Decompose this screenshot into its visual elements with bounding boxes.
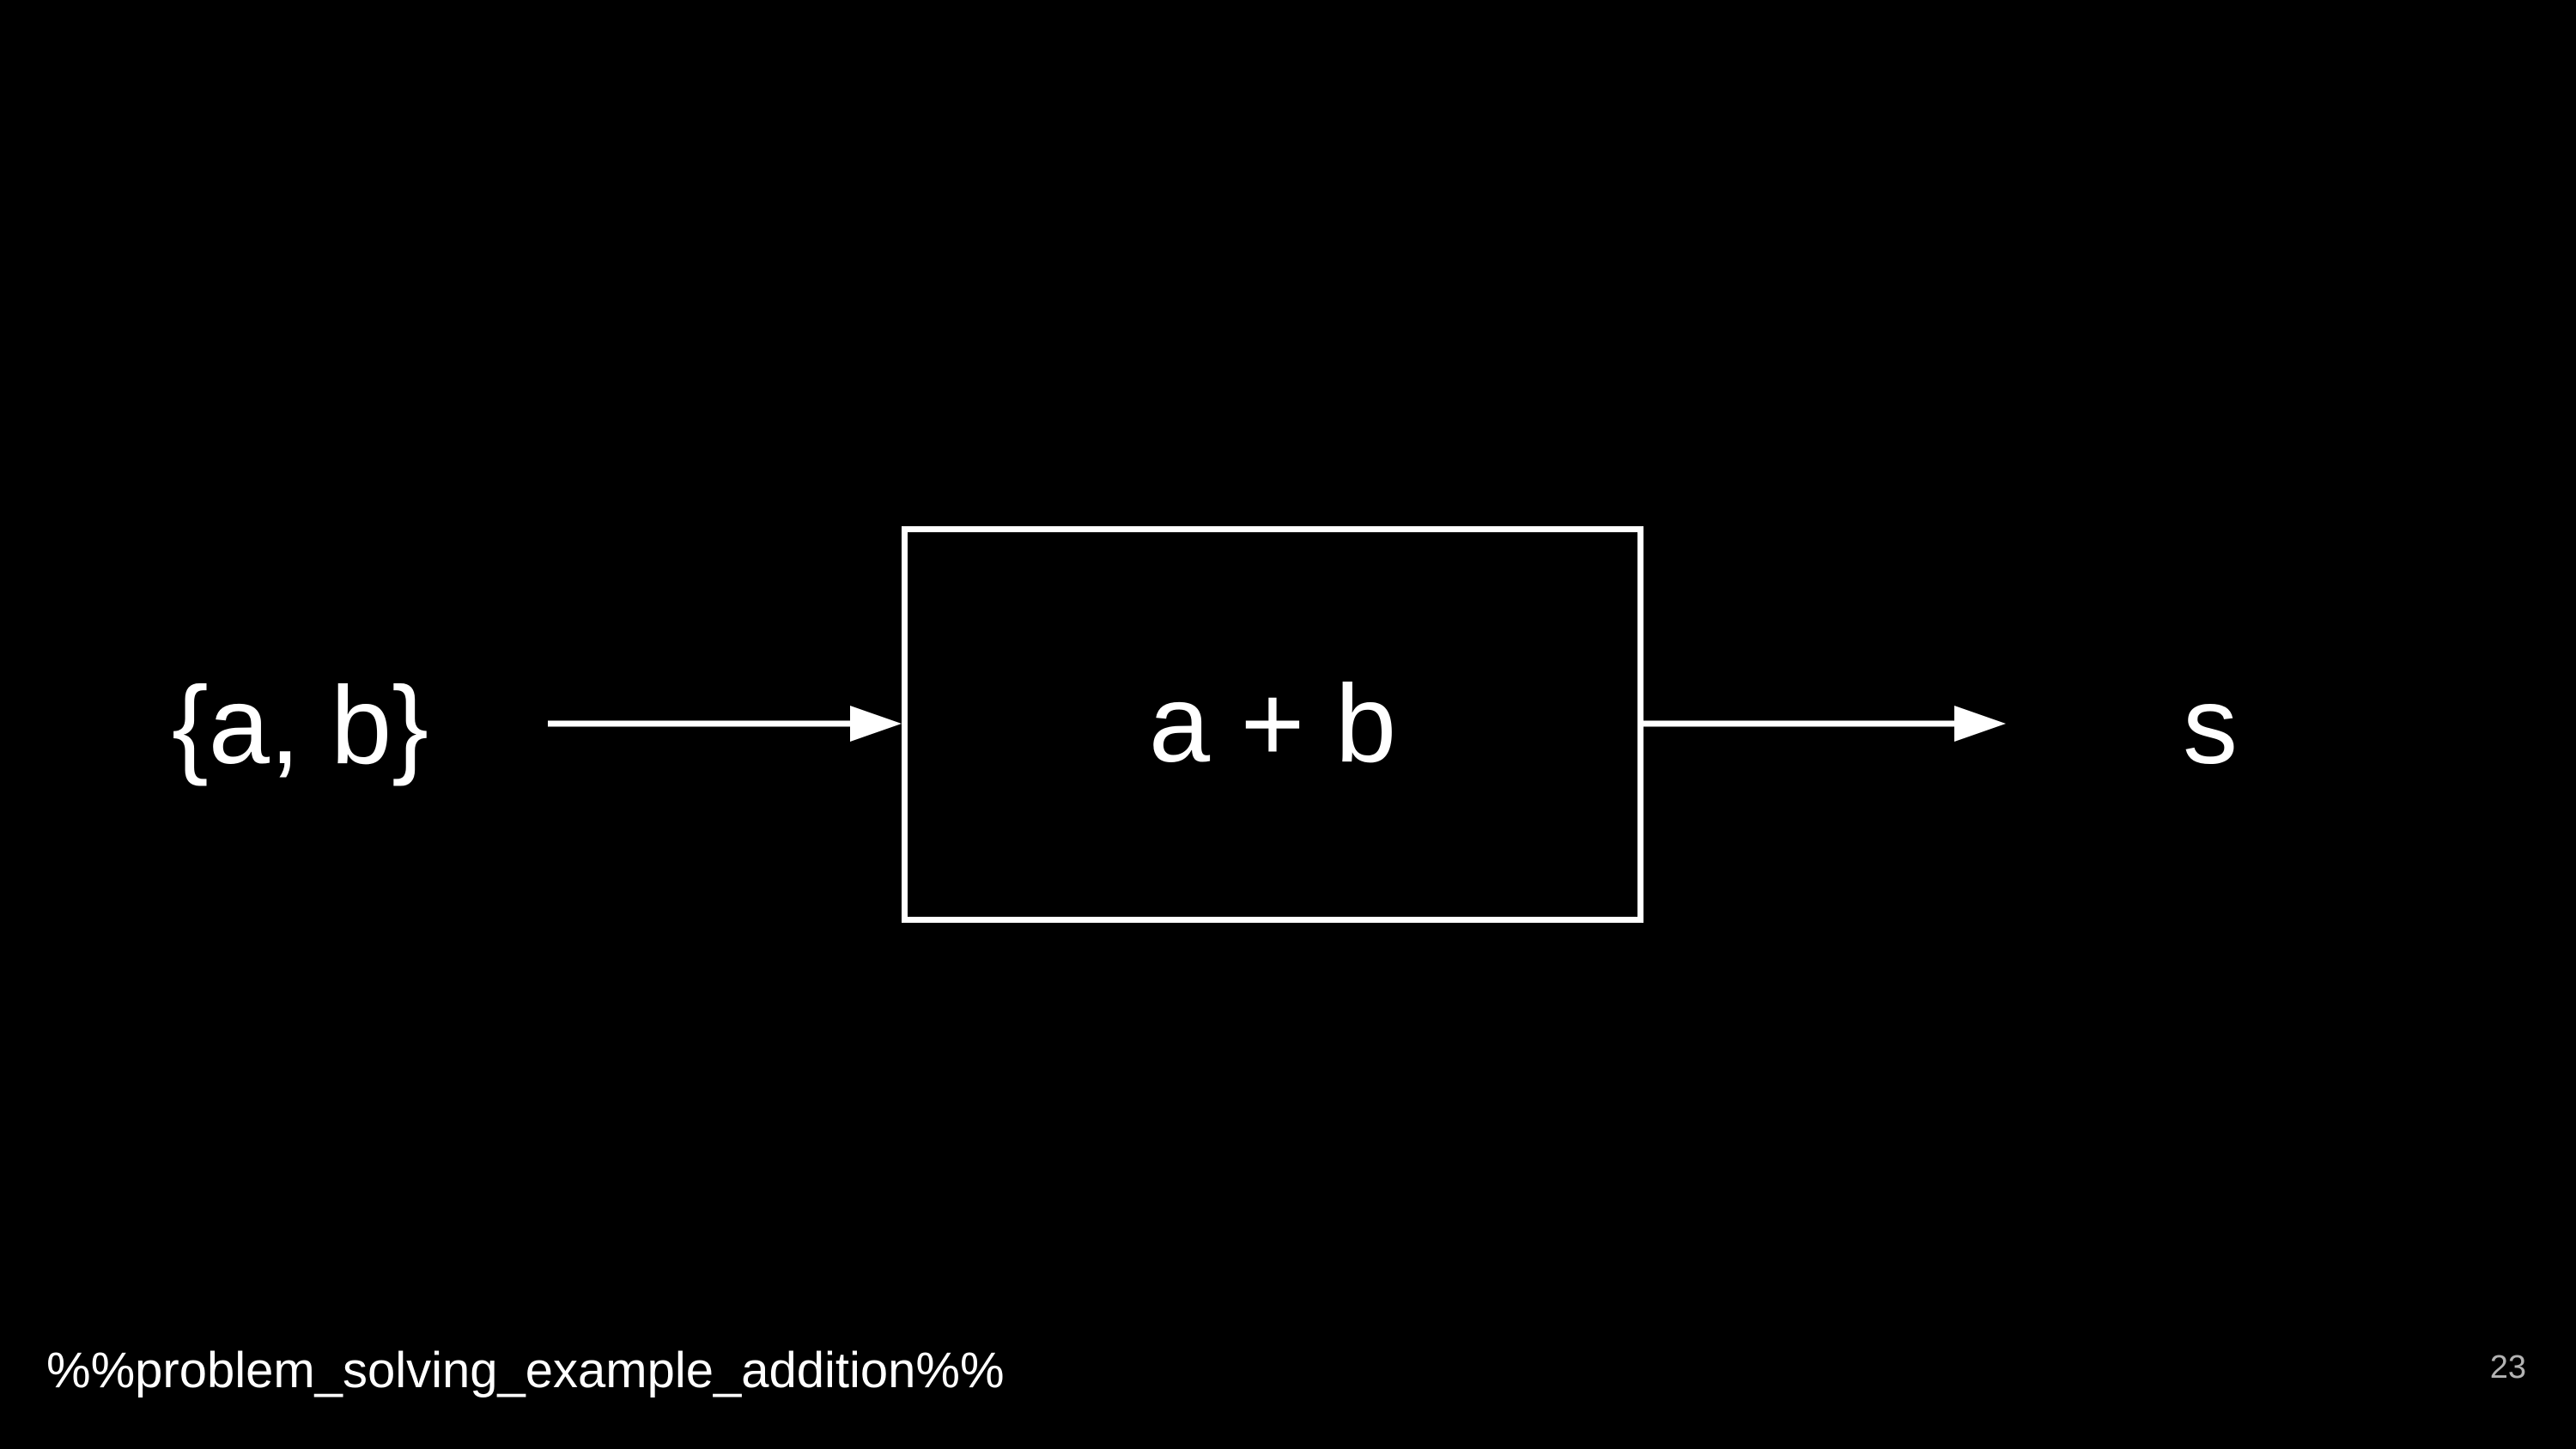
footer-note: %%problem_solving_example_addition%% [46,1343,1005,1398]
output-arrowhead [1954,706,2006,742]
input-arrowhead [850,706,902,742]
process-label: a + b [1148,663,1397,785]
output-label: s [2183,664,2238,787]
input-label: {a, b} [172,664,428,787]
slide-number: 23 [2489,1349,2526,1385]
process-box: a + b [902,526,1643,923]
